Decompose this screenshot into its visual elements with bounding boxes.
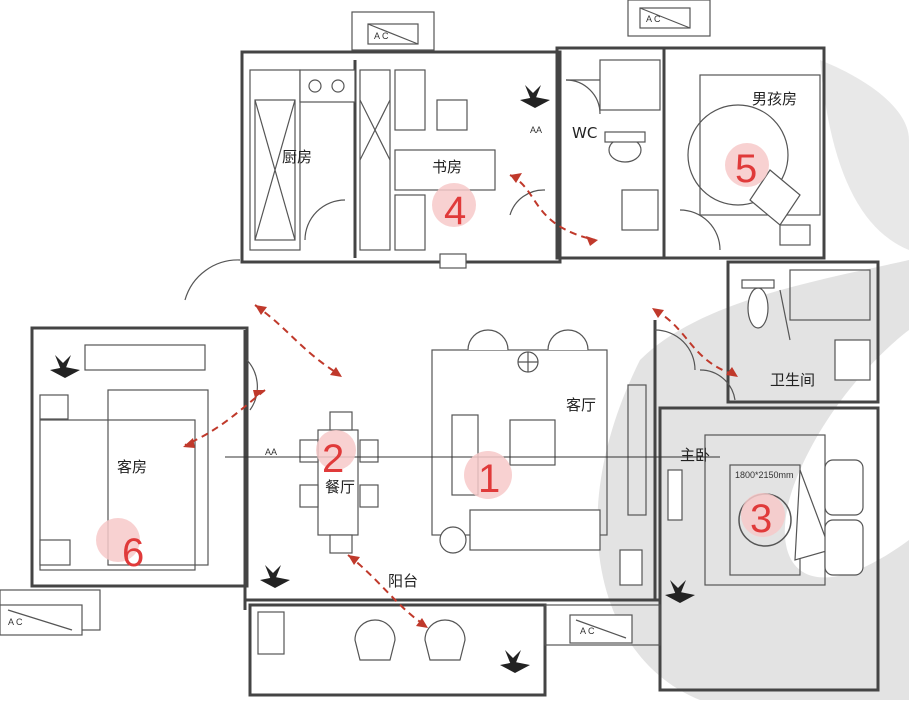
svg-text:A C: A C — [646, 14, 661, 24]
room-label-living: 客厅 — [566, 396, 596, 414]
doors — [184, 189, 736, 411]
ac-unit-top-left: A C — [351, 11, 435, 51]
guest-fixtures — [39, 344, 209, 571]
svg-text:A C: A C — [580, 626, 595, 636]
marker-4: 4 — [444, 189, 466, 233]
marker-5: 5 — [735, 147, 757, 191]
room-label-kitchen: 厨房 — [282, 148, 312, 166]
svg-text:1800*2150mm: 1800*2150mm — [735, 470, 794, 480]
marker-4-circle — [432, 183, 476, 227]
kitchen-fixtures — [249, 69, 391, 251]
room-label-master: 主卧 — [680, 446, 710, 464]
ac-unit-bottom-left: A C — [0, 604, 83, 636]
marker-2: 2 — [322, 437, 344, 481]
dining-fixtures: AA — [260, 411, 379, 588]
ac-unit-top-right: A C — [627, 0, 711, 37]
bathroom-fixtures — [741, 269, 871, 381]
study-fixtures: AA — [394, 69, 550, 269]
ac-unit-bottom-right: A C — [569, 614, 633, 644]
marker-6-circle — [96, 518, 140, 562]
wc-fixtures — [565, 59, 661, 231]
room-label-wc: WC — [572, 124, 597, 142]
marker-3: 3 — [750, 497, 772, 541]
room-label-boy-room: 男孩房 — [752, 90, 797, 108]
marker-1: 1 — [478, 457, 500, 501]
marker-circles — [96, 143, 785, 562]
master-fixtures: 1800*2150mm — [665, 434, 864, 603]
room-label-bathroom: 卫生间 — [770, 371, 815, 389]
svg-text:AA: AA — [265, 447, 277, 457]
svg-text:A C: A C — [8, 617, 23, 627]
room-label-study: 书房 — [432, 158, 462, 176]
circulation-arrows — [183, 173, 738, 628]
boy-room-fixtures — [687, 74, 821, 246]
balcony-fixtures — [257, 611, 530, 673]
room-label-guest: 客房 — [117, 458, 147, 476]
room-label-dining: 餐厅 — [325, 478, 355, 496]
marker-3-circle — [741, 493, 785, 537]
room-label-balcony: 阳台 — [388, 572, 418, 590]
marker-2-circle — [316, 430, 356, 470]
marker-1-circle — [464, 451, 512, 499]
svg-text:AA: AA — [530, 125, 542, 135]
marker-6: 6 — [122, 531, 144, 575]
svg-text:A C: A C — [374, 31, 389, 41]
marker-5-circle — [725, 143, 769, 187]
shade-swoosh-top — [820, 60, 909, 250]
outer-walls — [0, 46, 880, 697]
